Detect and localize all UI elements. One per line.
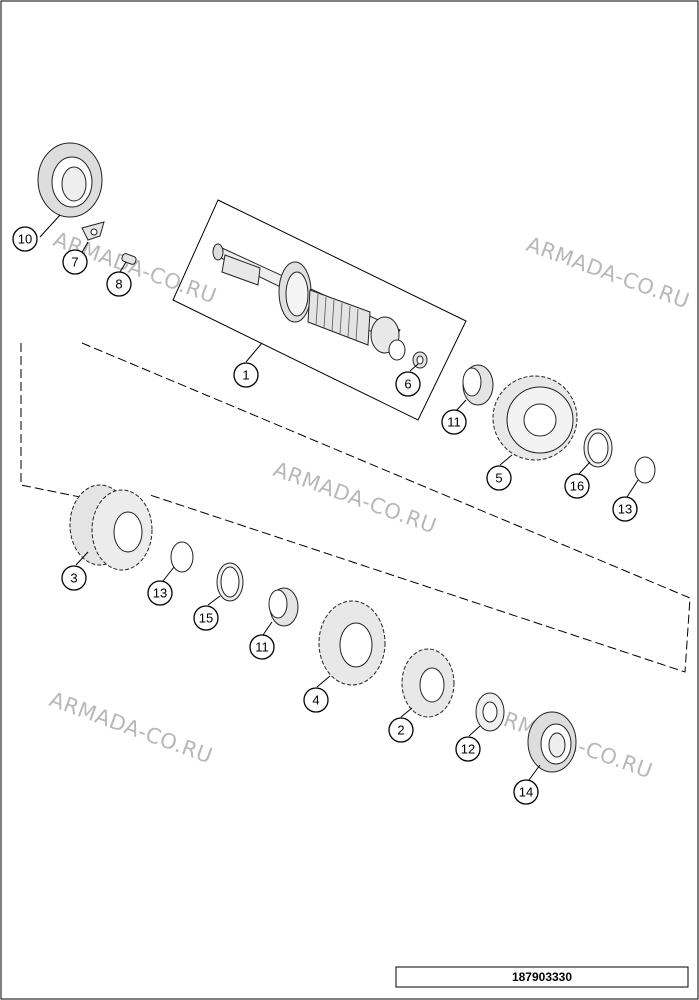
svg-text:7: 7 [71,255,78,270]
callout-13-bottom: 13 [147,580,173,606]
callout-15: 15 [193,605,219,631]
svg-text:11: 11 [255,640,269,655]
svg-text:5: 5 [495,471,502,486]
svg-text:1: 1 [242,368,249,383]
gear-4-part [318,600,386,686]
callout-14: 14 [513,779,539,805]
shaft-group-frame [172,199,467,421]
callout-10: 10 [12,226,38,252]
callout-5: 5 [486,465,512,491]
callout-8: 8 [106,271,132,297]
watermark-2: ARMADA-CO.RU [523,232,693,313]
svg-text:15: 15 [199,611,213,626]
svg-text:6: 6 [404,377,411,392]
callout-11-bottom: 11 [249,634,275,660]
svg-text:14: 14 [519,785,533,800]
reference-number-box: 187903330 [395,966,689,988]
reference-number: 187903330 [512,970,572,984]
transmission-shaft-part [212,243,406,361]
callout-6: 6 [395,371,421,397]
ball-bearing-part [37,142,103,218]
lock-plate-part [81,221,105,241]
svg-text:12: 12 [461,742,475,757]
ball-bearing-part-bottom [527,711,577,773]
callout-16: 16 [564,473,590,499]
svg-text:10: 10 [18,232,32,247]
circlip-part-bottom [170,541,194,573]
gear-5-part [492,375,578,461]
svg-text:16: 16 [570,479,584,494]
assembly-axis-line [20,342,691,673]
callout-4: 4 [303,687,329,713]
needle-bearing-part-top [462,364,494,406]
callout-1: 1 [233,362,259,388]
gear-3-part [69,484,153,571]
svg-text:13: 13 [618,502,632,517]
pin-part [121,253,137,265]
circlip-part-top [634,456,656,484]
svg-text:2: 2 [397,723,404,738]
watermark-4: ARMADA-CO.RU [46,687,216,768]
callout-3: 3 [61,565,87,591]
svg-text:11: 11 [447,415,461,430]
nut-part [412,351,428,369]
svg-text:8: 8 [115,277,122,292]
gear-2-part [401,648,455,718]
callout-13-top: 13 [612,496,638,522]
svg-text:3: 3 [70,571,77,586]
svg-text:4: 4 [312,693,319,708]
needle-bearing-part-bottom [268,587,299,627]
callout-7: 7 [62,249,88,275]
svg-text:13: 13 [153,586,167,601]
callout-11-top: 11 [441,409,467,435]
watermark-3: ARMADA-CO.RU [270,457,440,538]
callout-2: 2 [388,717,414,743]
callout-12: 12 [455,736,481,762]
